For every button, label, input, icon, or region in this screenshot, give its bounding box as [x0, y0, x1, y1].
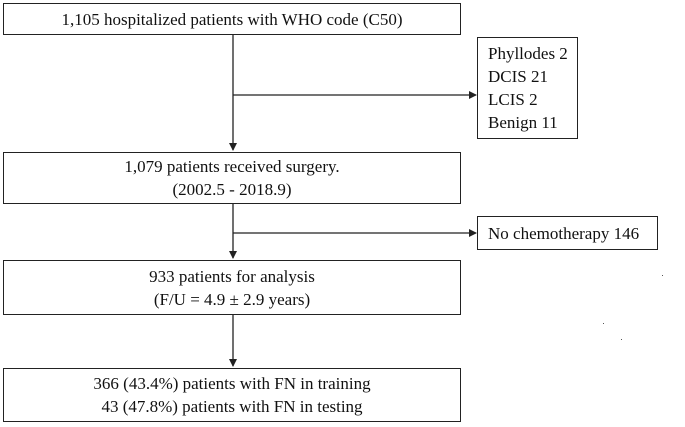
stray-dot — [621, 339, 622, 340]
stray-dot — [662, 275, 663, 276]
exclusion-phyllodes: Phyllodes 2 — [488, 44, 568, 63]
box-patients-for-analysis-line1: 933 patients for analysis — [149, 266, 315, 286]
box-fn-training: 366 (43.4%) patients with FN in training — [93, 374, 371, 393]
box-fn-results: 366 (43.4%) patients with FN in training… — [3, 368, 461, 422]
box-patients-for-analysis: 933 patients for analysis (F/U = 4.9 ± 2… — [3, 260, 461, 315]
box-hospitalized-patients: 1,105 hospitalized patients with WHO cod… — [3, 3, 461, 35]
box-patients-for-analysis-line2: (F/U = 4.9 ± 2.9 years) — [153, 289, 311, 309]
box-received-surgery: 1,079 patients received surgery. (2002.5… — [3, 152, 461, 204]
stray-dot — [603, 323, 604, 324]
exclusion-box-no-chemotherapy: No chemotherapy 146 — [477, 216, 658, 250]
exclusion-benign: Benign 11 — [488, 113, 558, 132]
box-received-surgery-line1: 1,079 patients received surgery. — [124, 157, 340, 176]
exclusion-dcis: DCIS 21 — [488, 67, 548, 86]
box-hospitalized-patients-text: 1,105 hospitalized patients with WHO cod… — [61, 9, 403, 29]
box-received-surgery-line2: (2002.5 - 2018.9) — [172, 180, 292, 199]
exclusion-lcis: LCIS 2 — [488, 90, 538, 109]
exclusion-no-chemotherapy: No chemotherapy 146 — [488, 223, 640, 243]
exclusion-box-diagnoses: Phyllodes 2 DCIS 21 LCIS 2 Benign 11 — [477, 37, 578, 139]
box-fn-testing: 43 (47.8%) patients with FN in testing — [101, 397, 363, 416]
